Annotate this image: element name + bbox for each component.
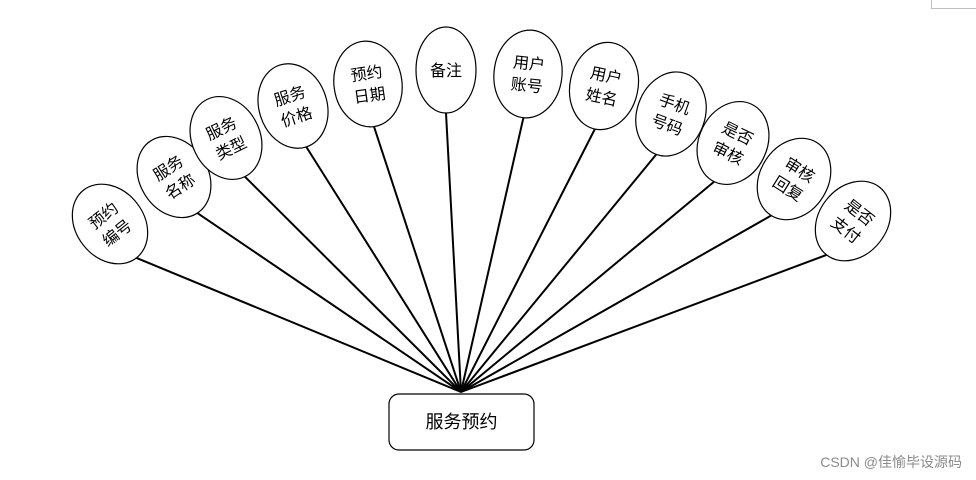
attribute-ellipse — [814, 180, 892, 262]
connector-line-shenhe-huifu — [460, 214, 772, 393]
entity-box — [388, 393, 535, 451]
attribute-ellipse — [493, 29, 563, 119]
attribute-node-beizhu: 备注 — [415, 26, 477, 114]
attribute-ellipse — [415, 26, 477, 114]
attribute-ellipse — [756, 137, 832, 221]
connector-lines — [136, 112, 827, 393]
attribute-label: 预约 — [349, 62, 383, 85]
attribute-ellipse — [696, 100, 770, 186]
connector-line-fuwu-jiage — [305, 146, 462, 393]
attribute-ellipse — [333, 40, 403, 128]
attribute-label: 备注 — [430, 61, 462, 80]
connector-line-fuwu-leixing — [244, 175, 462, 393]
attribute-ellipse — [71, 183, 149, 265]
attribute-ellipse — [189, 95, 263, 181]
connector-line-beizhu — [445, 112, 462, 393]
connector-line-yuyue-bianhao — [136, 256, 462, 393]
attribute-label: 日期 — [352, 84, 386, 107]
connector-line-yonghu-zhanghao — [460, 117, 525, 393]
entity-label: 服务预约 — [426, 412, 498, 433]
attribute-ellipse — [568, 41, 640, 131]
connector-line-fuwu-mingcheng — [196, 212, 462, 393]
connector-line-yuyue-riqi — [373, 126, 462, 393]
attribute-ellipse — [635, 71, 707, 157]
attribute-label: 用户 — [512, 52, 546, 74]
entity-node: 服务预约 — [388, 393, 535, 451]
connector-line-shifou-shenhe — [460, 180, 715, 393]
attribute-ellipse — [257, 63, 329, 149]
corner-frame-mark — [931, 0, 976, 9]
attribute-nodes: 预约编号服务名称服务类型服务价格预约日期备注用户账号用户姓名手机号码是否审核审核… — [71, 26, 892, 265]
connector-line-shifou-zhifu — [460, 253, 827, 393]
watermark-text: CSDN @佳愉毕设源码 — [820, 454, 962, 470]
connector-line-yonghu-xingming — [460, 128, 596, 393]
connector-line-shouji-haoma — [460, 153, 658, 393]
attribute-label: 账号 — [510, 74, 544, 96]
